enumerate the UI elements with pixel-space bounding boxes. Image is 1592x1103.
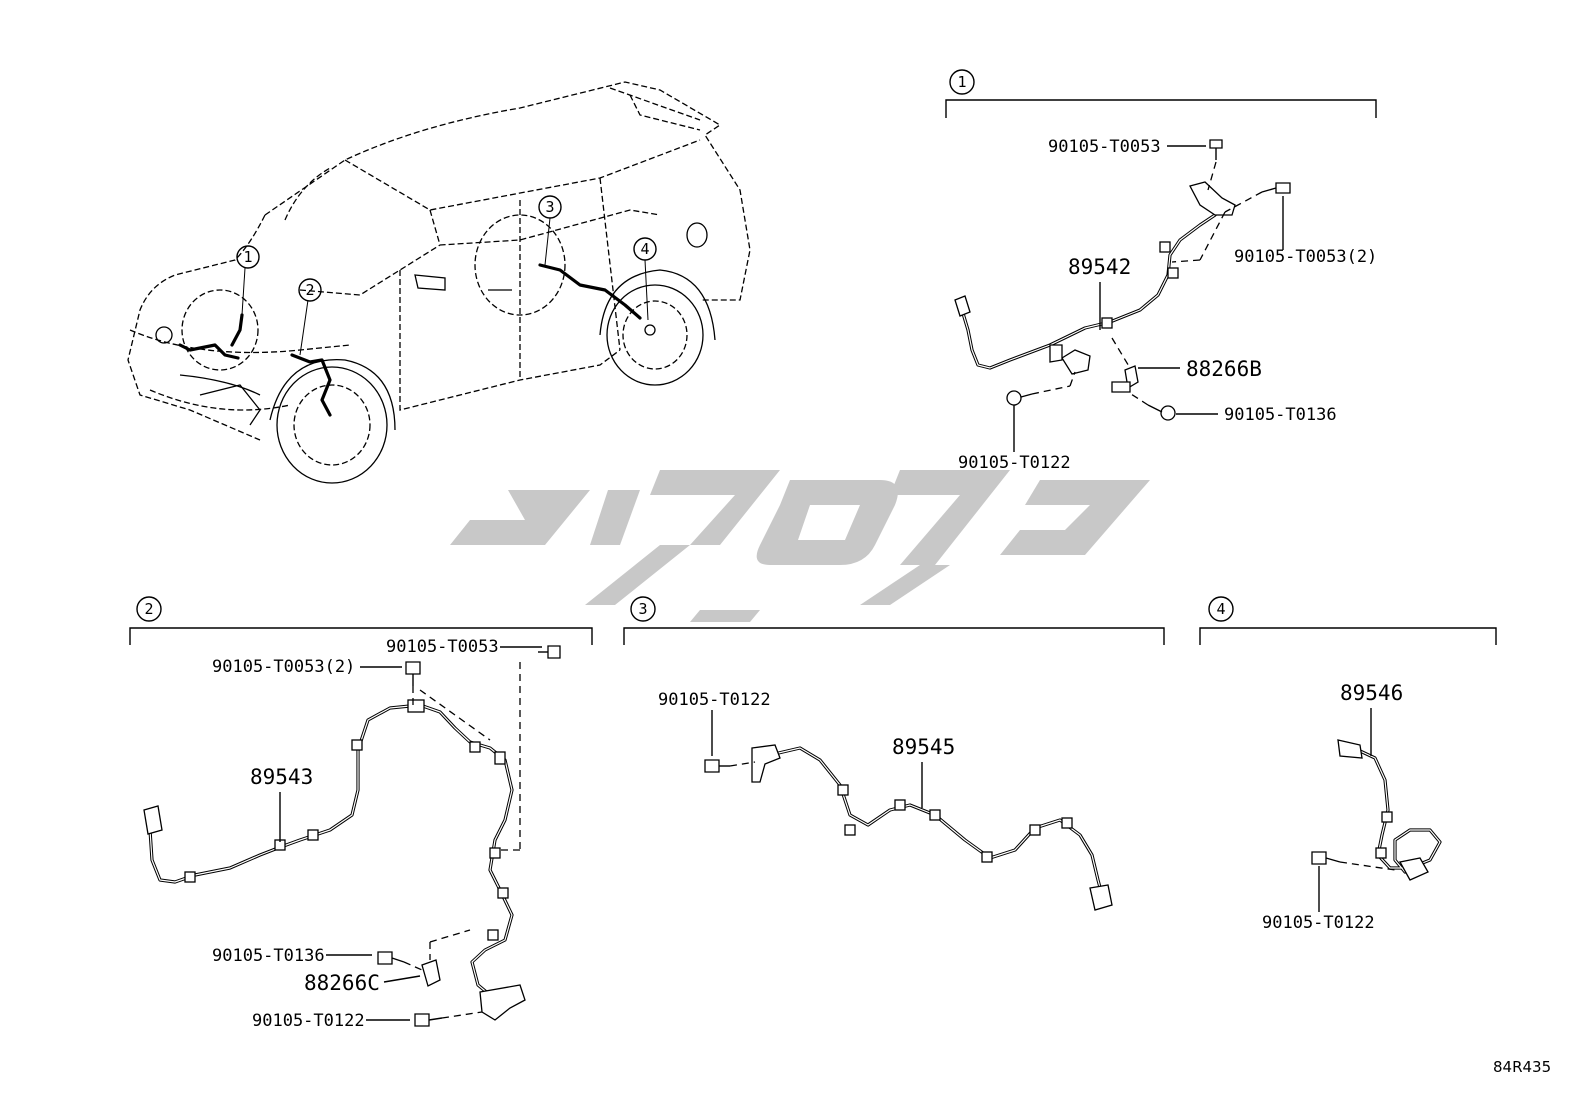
label-90105-T0053-2-g2: 90105-T0053(2) [212,657,355,677]
bolt-90105-T0136-g1 [1127,391,1176,421]
label-90105-T0122-g1: 90105-T0122 [958,453,1071,473]
label-90105-T0122-g3: 90105-T0122 [658,690,771,710]
group-2-callout: 2 [136,596,162,622]
label-90105-T0136-g2: 90105-T0136 [212,946,325,966]
bolt-90105-T0122-g1 [1006,371,1076,406]
bolt-90105-T0053-g2 [500,645,561,851]
group-2-bracket-line [129,627,593,645]
label-90105-T0053-g2: 90105-T0053 [386,637,499,657]
bolt-90105-T0053 [1207,139,1223,191]
label-90105-T0136-g1: 90105-T0136 [1224,405,1337,425]
vehicle-overview: 1 2 3 4 [127,81,751,484]
group-3-rear-left-sensor: 3 90105-T0122 89545 [623,596,1165,911]
diagram-code: 84R435 [1493,1058,1551,1076]
car-callout-2: 2 [298,278,322,302]
label-90105-T0122-g4: 90105-T0122 [1262,913,1375,933]
group-4-callout: 4 [1208,596,1234,622]
group-1-callout: 1 [949,69,975,95]
bracket-88266B [1111,337,1139,393]
svg-text:4: 4 [1216,600,1225,618]
label-89543: 89543 [250,765,313,789]
group-3-bracket-line [623,627,1165,645]
bolt-90105-T0053-2 [1171,182,1291,263]
bolt-90105-T0122-g4 [1311,851,1396,871]
svg-text:2: 2 [305,281,314,299]
sensor-wire-89545 [751,744,1113,911]
label-90105-T0122-g2: 90105-T0122 [252,1011,365,1031]
svg-text:1: 1 [243,248,252,266]
label-88266C: 88266C [304,971,380,995]
svg-text:4: 4 [640,240,649,258]
label-89542: 89542 [1068,255,1131,279]
bolt-90105-T0122-g2 [414,1011,483,1027]
svg-text:1: 1 [957,73,966,91]
sensor-wire-89542 [954,181,1236,375]
bolt-90105-T0136-g2 [377,951,423,971]
group-2-front-right-sensor: 2 90105-T0053 [129,596,593,1031]
label-90105-T0053-2-g1: 90105-T0053(2) [1234,247,1377,267]
label-90105-T0053-g1: 90105-T0053 [1048,137,1161,157]
car-callout-4: 4 [633,237,657,261]
bracket-88266C [421,929,471,987]
car-callout-3: 3 [538,195,562,219]
svg-text:3: 3 [638,600,647,618]
watermark-logo [450,470,1150,622]
group-1-bracket-line [945,99,1377,118]
bolt-90105-T0122-g3 [704,759,756,773]
bolt-90105-T0053-2-g2 [405,661,491,741]
group-1-front-left-sensor: 1 90105-T0053 [945,69,1377,473]
group-4-bracket-line [1199,627,1497,645]
sensor-wire-89543 [143,699,526,1021]
label-89546: 89546 [1340,681,1403,705]
group-3-callout: 3 [630,596,656,622]
svg-text:2: 2 [144,600,153,618]
sensor-wire-89546 [1337,739,1442,881]
svg-text:3: 3 [545,198,554,216]
label-88266B: 88266B [1186,357,1262,381]
car-callout-1: 1 [236,245,260,269]
group-4-rear-right-sensor: 4 89546 90105-T0122 [1199,596,1497,933]
label-89545: 89545 [892,735,955,759]
